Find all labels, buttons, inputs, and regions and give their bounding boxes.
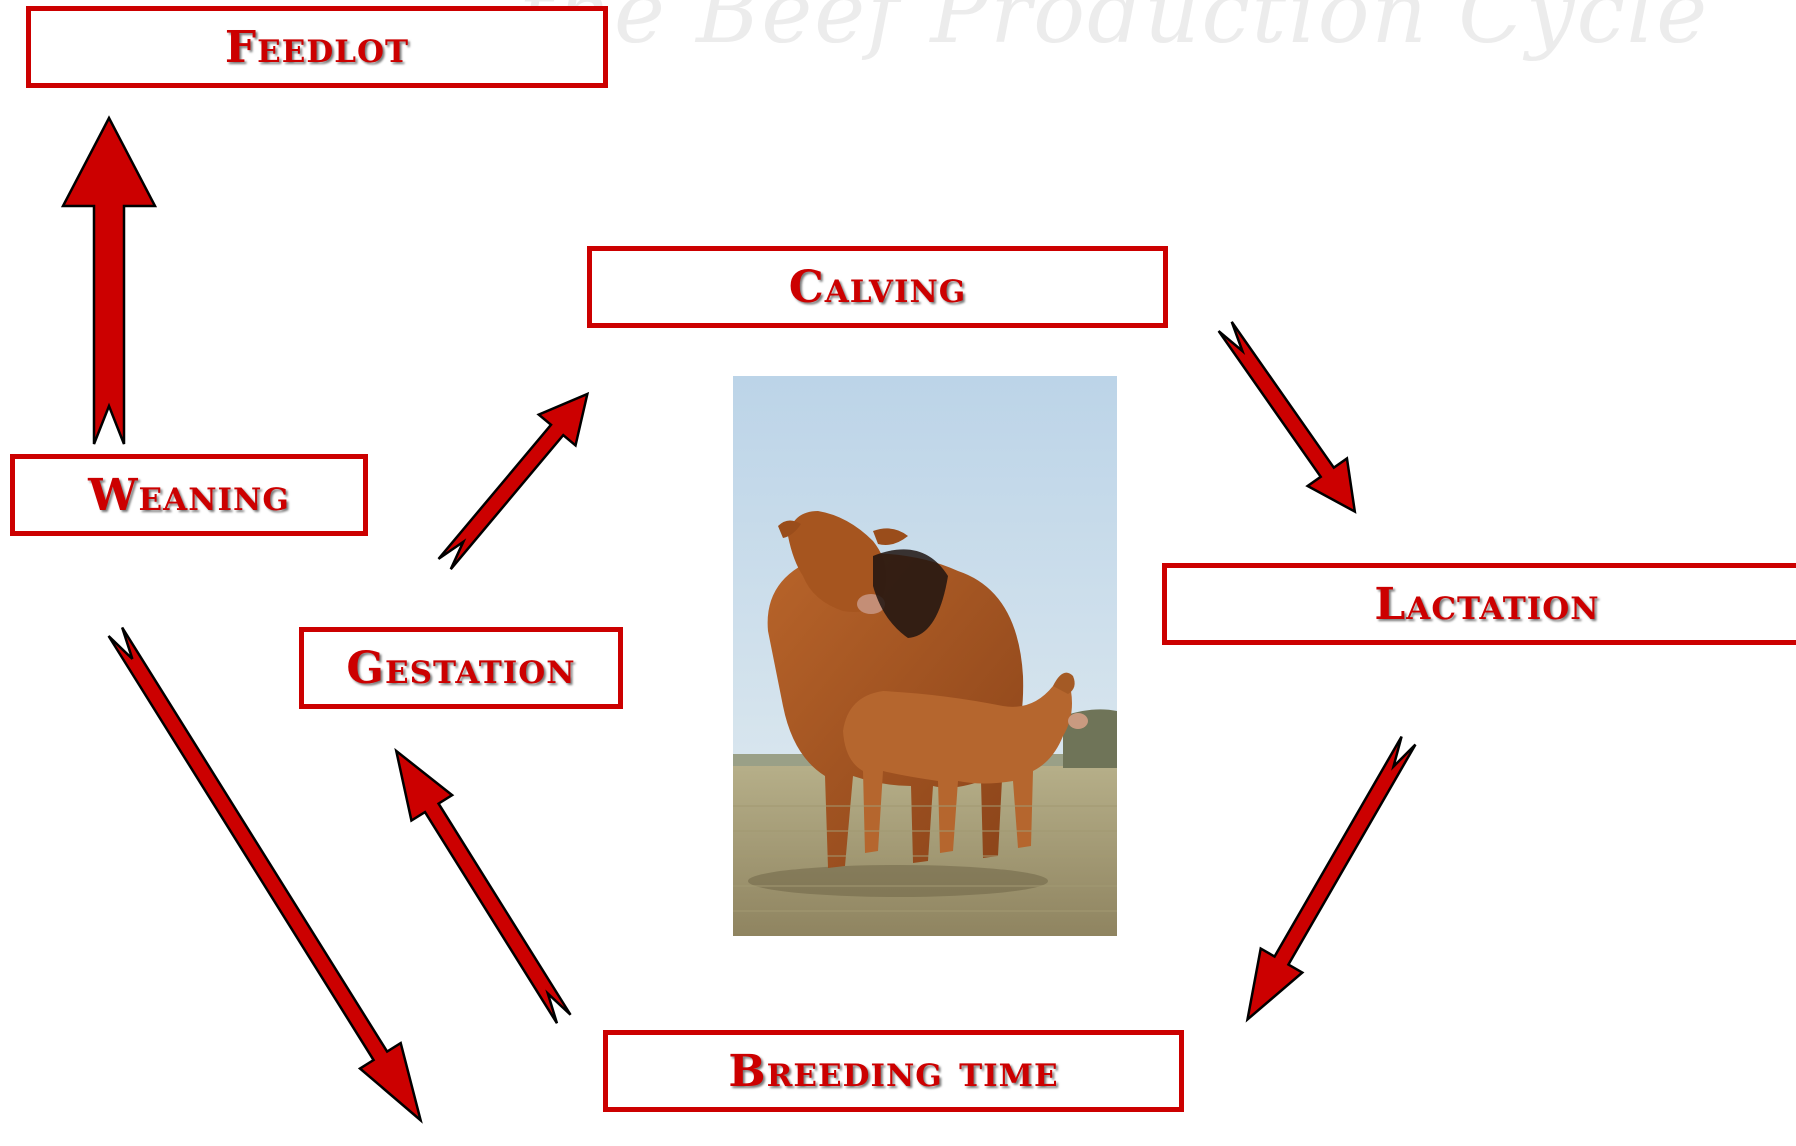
stage-weaning: Weaning bbox=[10, 454, 368, 536]
stage-calving: Calving bbox=[587, 246, 1168, 328]
stage-feedlot: Feedlot bbox=[26, 6, 608, 88]
title-fragment: the Beef Production Cycle bbox=[520, 0, 1710, 63]
stage-lactation: Lactation bbox=[1162, 563, 1796, 645]
stage-gestation: Gestation bbox=[299, 627, 623, 709]
arrow-weaning-to-breeding bbox=[107, 626, 423, 1124]
arrow-breeding-to-gestation bbox=[394, 747, 572, 1024]
arrow-weaning-to-feedlot bbox=[60, 115, 158, 445]
arrow-lactation-to-breeding bbox=[1245, 735, 1417, 1023]
stage-breeding-time: Breeding time bbox=[603, 1030, 1184, 1112]
arrow-calving-to-lactation bbox=[1217, 321, 1357, 514]
arrow-gestation-to-calving bbox=[437, 391, 590, 570]
cow-and-calf-photo bbox=[733, 376, 1117, 936]
